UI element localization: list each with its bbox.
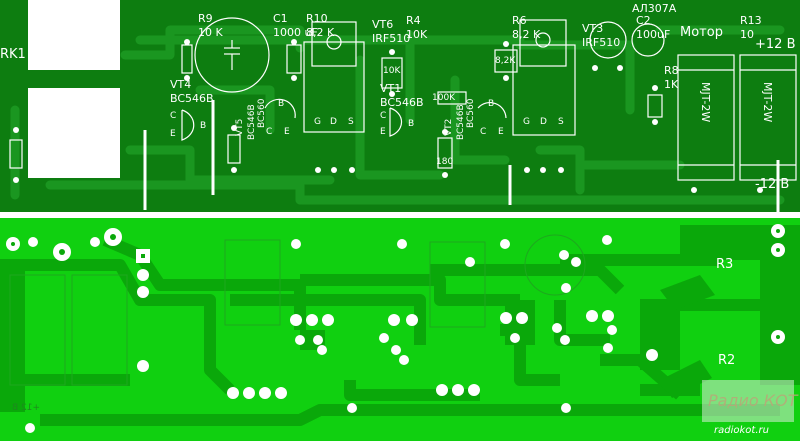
vt6-outline bbox=[303, 41, 365, 133]
watermark-url: radiokot.ru bbox=[714, 425, 769, 436]
r-left-body bbox=[9, 139, 23, 169]
bottom-ghost-outlines bbox=[9, 234, 586, 386]
c1-outline bbox=[194, 17, 270, 93]
label-r4-value: 10K bbox=[406, 28, 428, 41]
label-r13-ref: R13 bbox=[740, 14, 762, 27]
label-r5-body: 100K bbox=[432, 93, 456, 103]
top-silkscreen bbox=[9, 17, 797, 181]
vt6-pin-s: S bbox=[348, 117, 354, 127]
r2-resistor-outline bbox=[677, 54, 735, 181]
vt2-outline bbox=[477, 101, 507, 119]
label-vt1-value: BC546B bbox=[380, 96, 424, 109]
label-r6-value: 8,2 K bbox=[512, 28, 541, 41]
watermark-logo: Радио КОТ bbox=[708, 391, 799, 410]
r8-body bbox=[647, 94, 663, 118]
vt1-pin-e: E bbox=[380, 127, 386, 137]
led-outline bbox=[589, 21, 627, 59]
vt4-pin-c: C bbox=[170, 111, 176, 121]
label-r10-value: 8,2 K bbox=[306, 26, 335, 39]
bottom-board: +12 B R3 R2 bbox=[0, 218, 800, 441]
label-r6-ref: R6 bbox=[512, 14, 527, 27]
label-minus-12v: -12 B bbox=[755, 177, 789, 192]
label-c2-value: 100uF bbox=[636, 28, 670, 41]
c2-outline bbox=[631, 23, 665, 57]
label-c1-ref: C1 bbox=[273, 12, 288, 25]
label-r9-value: 10 K bbox=[198, 26, 223, 39]
vt5-pin-b: B bbox=[278, 99, 284, 109]
bottom-pads bbox=[6, 224, 785, 433]
label-vt6-ref: VT6 bbox=[372, 18, 393, 31]
r5-body bbox=[437, 91, 467, 105]
label-r13-value: 10 bbox=[740, 28, 754, 41]
label-vt5-part: BC560 bbox=[257, 98, 267, 128]
label-r8-value: 1K bbox=[664, 78, 679, 91]
r-vt5-body bbox=[227, 134, 241, 164]
label-bottom-r2: R2 bbox=[718, 353, 735, 368]
vt1-outline bbox=[389, 107, 403, 137]
label-vt4-value: BC546B bbox=[170, 92, 214, 105]
watermark-plate bbox=[702, 380, 794, 422]
r6-body bbox=[494, 49, 518, 73]
vt6-pin-g: G bbox=[314, 117, 321, 127]
vt1-pin-b: B bbox=[408, 119, 414, 129]
label-vt2-part: BC560 bbox=[466, 98, 476, 128]
vt1-pin-c: C bbox=[380, 111, 386, 121]
vt5-pin-e: E bbox=[284, 127, 290, 137]
relay-rk1-body-lower bbox=[28, 88, 120, 178]
label-r2-resistor: MJT-2W bbox=[699, 82, 712, 122]
label-plus-12v: +12 B bbox=[755, 37, 796, 52]
vt5-outline bbox=[264, 98, 296, 119]
label-r4-body: 10K bbox=[383, 66, 401, 76]
vt2-pin-b: B bbox=[488, 99, 494, 109]
bottom-pour-blocks bbox=[0, 225, 800, 412]
vt2-pin-e: E bbox=[498, 127, 504, 137]
label-r9-ref: R9 bbox=[198, 12, 213, 25]
label-r6-body: 8,2K bbox=[495, 56, 516, 66]
label-rk1: RK1 bbox=[0, 47, 26, 62]
label-led-ref: АЛ307А bbox=[632, 2, 677, 15]
vt4-pin-b: B bbox=[200, 121, 206, 131]
label-vt3-ref: VT3 bbox=[582, 22, 603, 35]
board-divider bbox=[0, 212, 800, 218]
label-r10-ref: R10 bbox=[306, 12, 328, 25]
label-r3-resistor: MJT-2W bbox=[761, 82, 774, 122]
vt4-outline bbox=[181, 109, 195, 141]
label-bottom-r3: R3 bbox=[716, 257, 733, 272]
label-r4-ref: R4 bbox=[406, 14, 421, 27]
label-vt5-value: BC546B bbox=[247, 104, 257, 140]
ghost-power-label: +12 B bbox=[12, 403, 40, 413]
vt3-pin-g: G bbox=[523, 117, 530, 127]
label-vt1-ref: VT1 bbox=[380, 82, 401, 95]
top-board: RK1 R9 10 K C1 1000 uF R10 8,2 K VT6 IRF… bbox=[0, 0, 800, 212]
radiokot-watermark: Радио КОТ radiokot.ru bbox=[702, 380, 799, 436]
vt6-pin-d: D bbox=[330, 117, 337, 127]
r4-body bbox=[381, 57, 403, 89]
top-pads bbox=[13, 39, 763, 193]
r3-resistor-outline bbox=[739, 54, 797, 181]
vt2-pin-c: C bbox=[480, 127, 486, 137]
label-vt3-value: IRF510 bbox=[582, 36, 620, 49]
vt3-outline bbox=[512, 44, 576, 136]
label-vt5-ref: VT5 bbox=[235, 119, 245, 136]
label-vt2-ref: VT2 bbox=[444, 119, 454, 136]
r180-body bbox=[437, 137, 453, 169]
relay-rk1-body bbox=[28, 0, 120, 70]
label-c1-value: 1000 uF bbox=[273, 26, 318, 39]
label-r8-ref: R8 bbox=[664, 64, 679, 77]
vt5-pin-c: C bbox=[266, 127, 272, 137]
label-vt4-ref: VT4 bbox=[170, 78, 191, 91]
vt6-tab bbox=[311, 21, 357, 67]
vt4-pin-e: E bbox=[170, 129, 176, 139]
label-r180: 180 bbox=[436, 157, 453, 167]
vt3-pin-d: D bbox=[540, 117, 547, 127]
label-vt6-value: IRF510 bbox=[372, 32, 410, 45]
vt3-tab bbox=[519, 19, 567, 67]
relay-rk1-notch bbox=[28, 70, 120, 88]
label-c2-ref: C2 bbox=[636, 14, 651, 27]
vt3-pin-s: S bbox=[558, 117, 564, 127]
label-vt2-value: BC546B bbox=[456, 104, 466, 140]
label-motor: Мотор bbox=[680, 25, 723, 40]
